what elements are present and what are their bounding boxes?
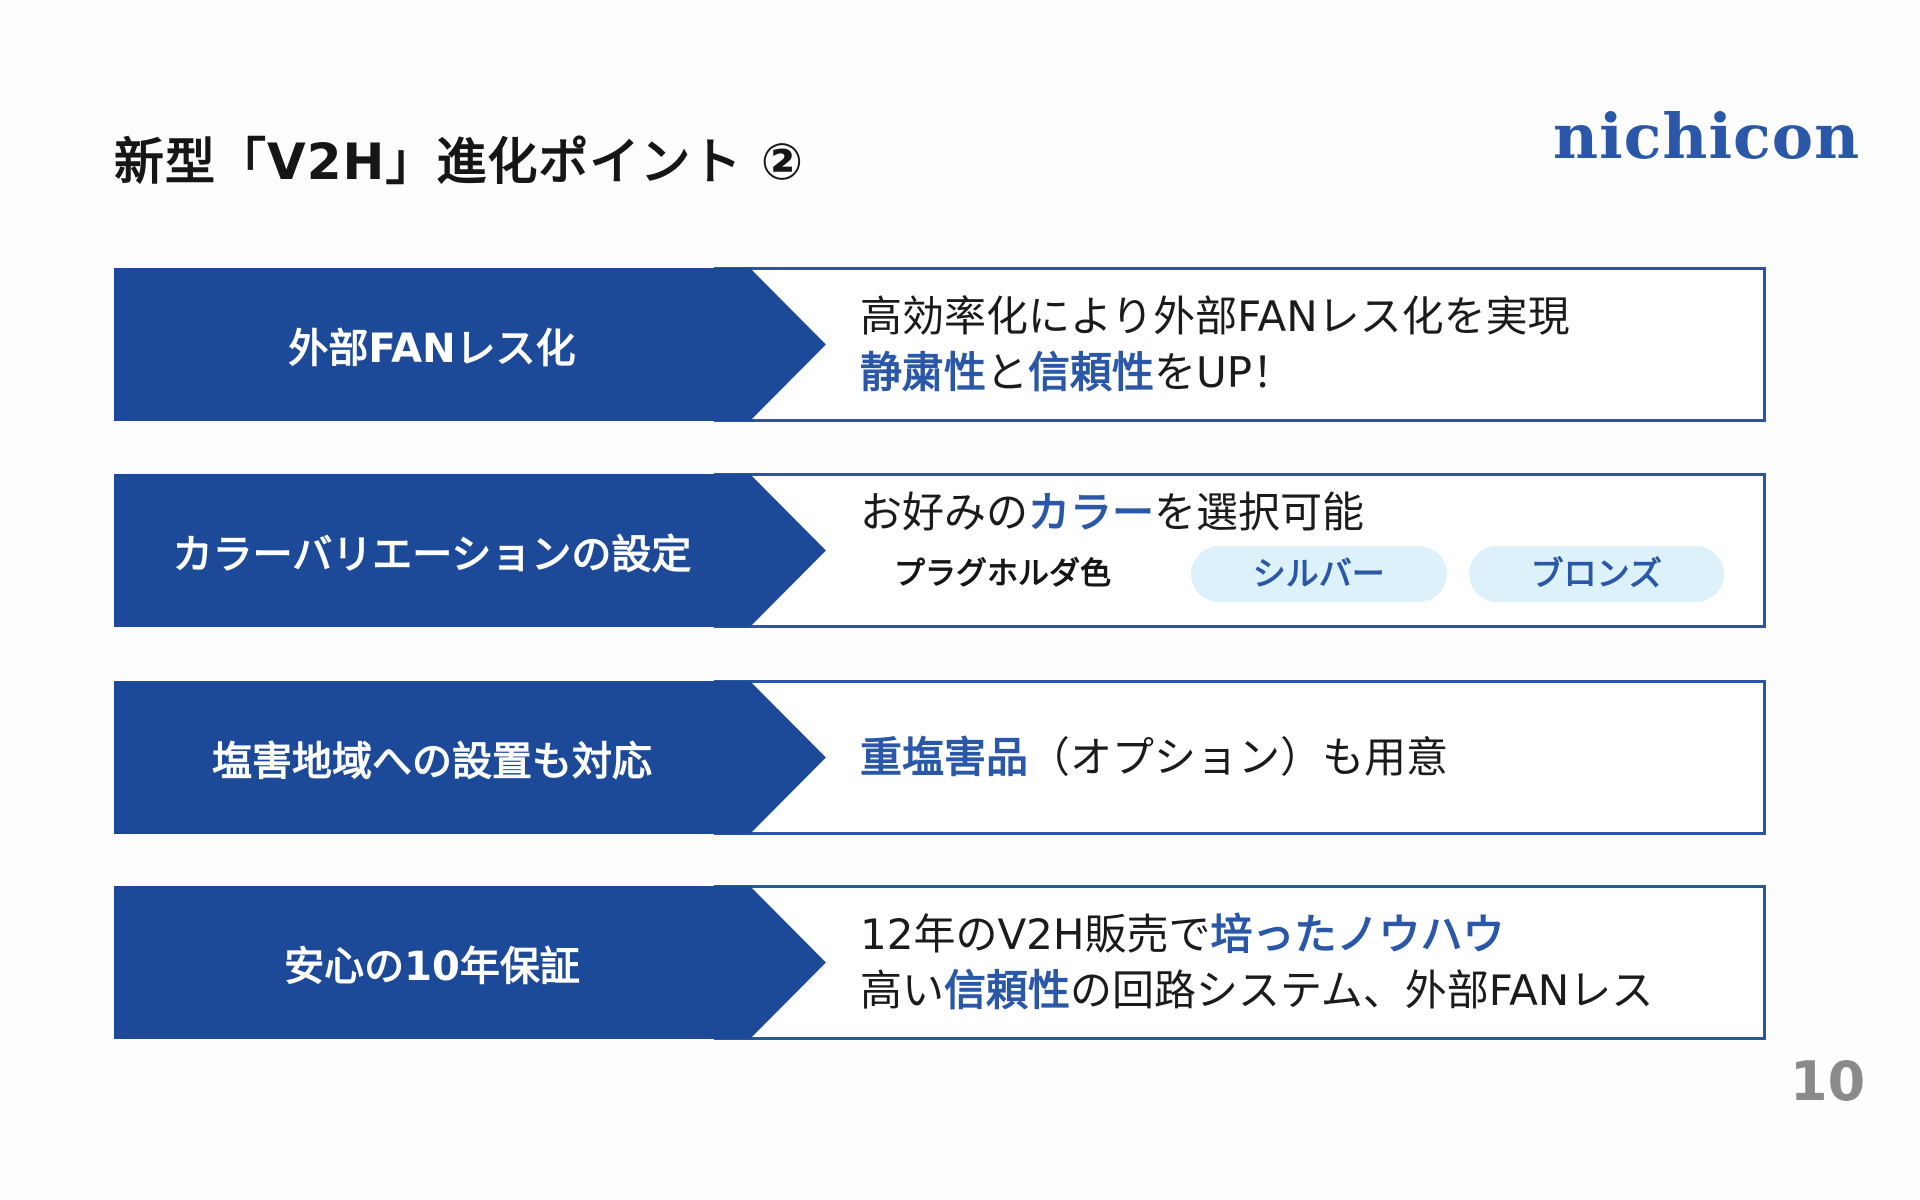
feature-description: お好みのカラーを選択可能 プラグホルダ色 シルバー ブロンズ [860, 473, 1746, 628]
text: 高い [860, 965, 945, 1015]
highlight-text: 静粛性 [860, 347, 987, 397]
feature-row-fanless: 外部FANレス化 高効率化により外部FANレス化を実現 静粛性と信頼性をUP！ [114, 267, 1766, 422]
feature-row-warranty: 安心の10年保証 12年のV2H販売で培ったノウハウ 高い信頼性の回路システム、… [114, 885, 1766, 1040]
color-option-silver: シルバー [1191, 546, 1447, 602]
description-line-2: 高い信頼性の回路システム、外部FANレス [860, 963, 1746, 1019]
text: の回路システム、外部FANレス [1070, 965, 1654, 1015]
text: を選択可能 [1154, 488, 1365, 537]
feature-description: 重塩害品（オプション）も用意 [860, 680, 1746, 835]
highlight-text: カラー [1028, 488, 1155, 537]
arrow-panel [114, 268, 826, 421]
feature-description: 高効率化により外部FANレス化を実現 静粛性と信頼性をUP！ [860, 267, 1746, 422]
nichicon-logo: nichicon [1553, 100, 1861, 173]
feature-description: 12年のV2H販売で培ったノウハウ 高い信頼性の回路システム、外部FANレス [860, 885, 1746, 1040]
description-line-1: 高効率化により外部FANレス化を実現 [860, 289, 1746, 345]
highlight-text: 信頼性 [1028, 347, 1155, 397]
description-line-1: 12年のV2H販売で培ったノウハウ [860, 907, 1746, 963]
text: お好みの [860, 488, 1029, 537]
text: （オプション）も用意 [1028, 732, 1449, 782]
highlight-text: 信頼性 [944, 965, 1071, 1015]
slide-title: 新型「V2H」進化ポイント ② [114, 133, 805, 191]
highlight-text: 培ったノウハウ [1210, 909, 1505, 959]
feature-row-color-variation: カラーバリエーションの設定 お好みのカラーを選択可能 プラグホルダ色 シルバー … [114, 473, 1766, 628]
feature-row-salt-damage: 塩害地域への設置も対応 重塩害品（オプション）も用意 [114, 680, 1766, 835]
description-box [714, 267, 1766, 422]
description-box [714, 680, 1766, 835]
color-options-line: プラグホルダ色 シルバー ブロンズ [860, 545, 1746, 603]
arrow-panel [114, 886, 826, 1039]
feature-label: 安心の10年保証 [284, 943, 580, 990]
arrow-panel [114, 681, 826, 834]
plug-holder-color-label: プラグホルダ色 [894, 556, 1111, 592]
text: 12年のV2H販売で [860, 909, 1211, 959]
description-line-1: 重塩害品（オプション）も用意 [860, 730, 1746, 786]
description-line-1: お好みのカラーを選択可能 [860, 485, 1746, 541]
text: と [986, 347, 1029, 397]
arrow-panel [114, 474, 826, 627]
text: をUP！ [1154, 347, 1295, 397]
color-option-bronze: ブロンズ [1468, 546, 1724, 602]
text: 高効率化により外部FANレス化を実現 [860, 291, 1570, 341]
feature-label: カラーバリエーションの設定 [172, 531, 692, 578]
feature-label: 塩害地域への設置も対応 [212, 738, 652, 785]
highlight-text: 重塩害品 [860, 732, 1029, 782]
description-line-2: 静粛性と信頼性をUP！ [860, 345, 1746, 401]
page-number: 10 [1790, 1050, 1866, 1113]
feature-label: 外部FANレス化 [288, 325, 576, 372]
